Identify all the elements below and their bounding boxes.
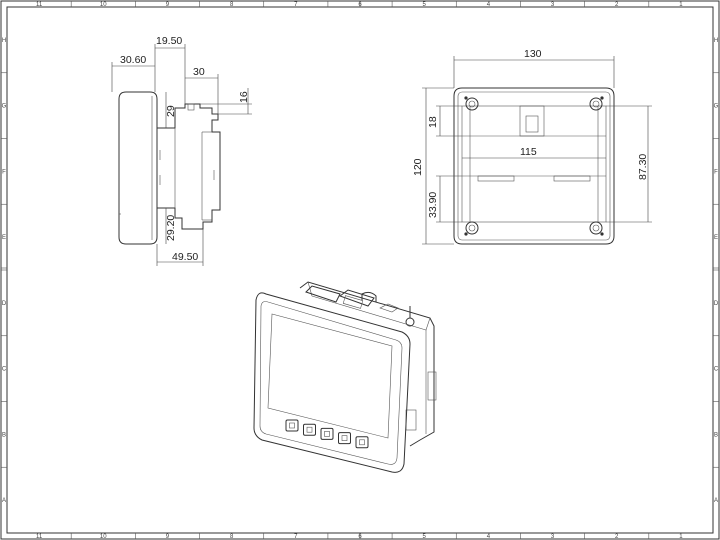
zone-labels-bottom: 11 10 9 8 7 6 5 4 3 2 1 [36,533,683,540]
dim-87-30: 87.30 [637,154,649,180]
dim-115: 115 [520,146,537,158]
zone-label: D [2,301,7,307]
zone-label: 3 [551,534,555,540]
zone-label: 8 [230,2,234,8]
dim-18: 18 [427,116,439,128]
zone-label: 11 [36,2,43,8]
dim-19-50: 19.50 [156,35,182,47]
zone-label: 9 [166,2,170,8]
zone-label: 1 [679,534,683,540]
zone-label: 9 [166,534,170,540]
zone-label: C [714,367,719,373]
zone-label: A [714,498,718,504]
zone-label: E [2,235,6,241]
zone-label: 4 [487,534,491,540]
iso-button-icon [338,432,351,445]
zone-label: F [2,169,6,175]
zone-label: D [714,301,719,307]
zone-label: 5 [423,2,427,8]
zone-label: H [714,38,718,44]
zone-label: 2 [615,534,619,540]
zone-label: H [2,38,6,44]
zone-label: 6 [358,2,362,8]
zone-label: G [2,104,7,110]
front-outer-bezel [453,87,615,245]
corner-screw-icon [465,221,479,235]
zone-label: 3 [551,2,555,8]
zone-label: 4 [487,2,491,8]
dim-29-20: 29.20 [165,215,177,241]
isometric-view [253,281,437,473]
iso-button-icon [355,436,369,449]
iso-housing [299,281,435,447]
zone-label: 10 [100,2,107,8]
front-view-dimensions: 130 120 18 115 87.30 33.90 [412,48,652,245]
corner-screw-icon [589,97,603,111]
iso-front-bezel [253,292,411,473]
iso-display-window [267,313,393,439]
dim-16: 16 [238,91,250,103]
dim-49-50: 49.50 [172,251,198,263]
zone-label: G [714,104,719,110]
iso-button-icon [303,423,316,436]
side-bezel [118,91,158,245]
zone-label: E [714,235,718,241]
zone-labels-left: H G F E D C B A [1,38,7,504]
zone-label: 10 [100,534,107,540]
dim-120: 120 [412,158,424,176]
zone-label: F [714,169,718,175]
corner-screw-icon [589,221,603,235]
zone-label: C [2,367,7,373]
zone-label: 5 [423,534,427,540]
zone-labels-top: 11 10 9 8 7 6 5 4 3 2 1 [36,1,683,8]
zone-label: A [2,498,6,504]
dim-30: 30 [193,66,205,78]
zone-label: 11 [36,534,43,540]
side-view-dimensions: 19.50 30.60 30 16 29 29.20 49.50 [111,35,252,266]
zone-label: 8 [230,534,234,540]
dim-30-60: 30.60 [120,54,146,66]
zone-label: B [2,432,6,438]
zone-label: 7 [294,2,298,8]
side-body [157,103,221,230]
zone-label: B [714,432,718,438]
dim-33-90: 33.90 [427,192,439,218]
dim-130: 130 [524,48,542,60]
iso-button-row [285,419,369,449]
dim-29: 29 [165,105,177,117]
zone-label: 6 [358,534,362,540]
front-view [453,87,615,245]
iso-button-icon [320,427,334,440]
zone-labels-right: H G F E D C B A [713,38,719,504]
zone-label: 2 [615,2,619,8]
iso-button-icon [285,419,299,432]
side-view [118,91,221,245]
zone-label: 1 [679,2,683,8]
zone-label: 7 [294,534,298,540]
corner-screw-icon [465,97,479,111]
